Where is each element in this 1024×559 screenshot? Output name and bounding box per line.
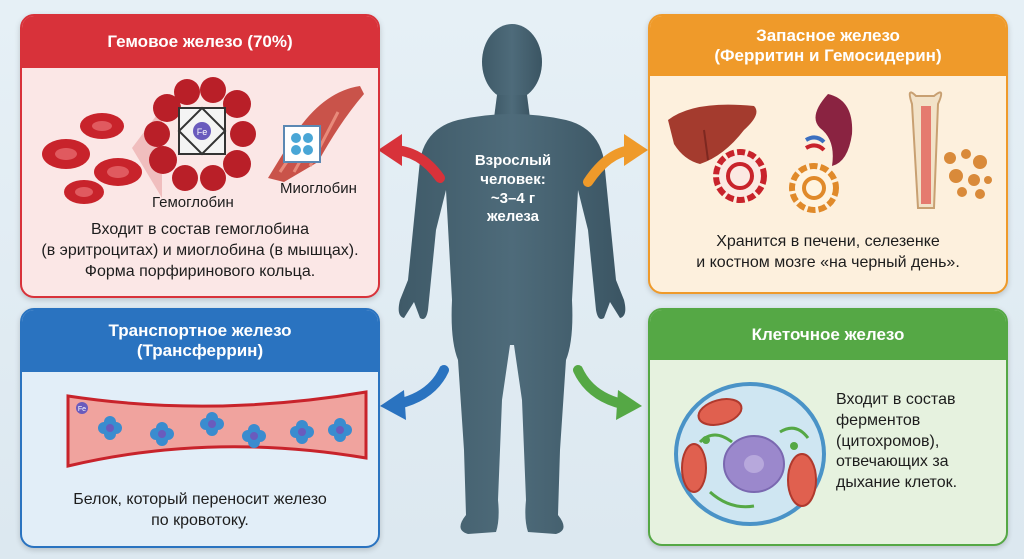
hemoglobin-label: Гемоглобин [152,194,234,211]
blood-vessel-illustration: Fe [66,390,368,468]
liver-illustration [668,104,757,164]
cellular-iron-title: Клеточное железо [751,324,905,344]
storage-iron-description: Хранится в печени, селезенке и костном м… [696,233,960,271]
muscle-fiber-illustration [268,86,364,182]
bone-illustration [908,91,943,209]
transport-iron-subtitle: (Трансферрин) [136,341,264,360]
heme-fe-symbol: Fe [197,127,208,137]
hemoglobin-molecule-illustration: Fe [144,77,256,191]
transferrin-molecules [98,412,352,448]
spleen-illustration [804,94,853,166]
heme-iron-description: Входит в состав гемоглобина (в эритроцит… [41,221,359,280]
transport-iron-title: Транспортное железо [108,320,292,340]
heme-iron-panel: Гемовое железо (70%) Fe [20,14,380,298]
heme-iron-header: Гемовое железо (70%) [22,16,378,68]
storage-iron-title: Запасное железо [756,25,900,45]
ferritin-shell-red-illustration [713,149,767,203]
myoglobin-label: Миоглобин [280,180,357,197]
cellular-iron-description: Входит в состав ферментов (цитохромов), … [836,391,958,492]
ferritin-shell-orange-illustration [789,163,839,213]
hemosiderin-granules-illustration [944,149,992,199]
cellular-iron-panel: Клеточное железо Входит в состав фермент… [648,308,1008,546]
storage-iron-header: Запасное железо (Ферритин и Гемосидерин) [650,16,1006,76]
transport-fe-symbol: Fe [78,406,86,413]
storage-iron-panel: Запасное железо (Ферритин и Гемосидерин)… [648,14,1008,294]
transport-iron-panel: Транспортное железо (Трансферрин) Fe Бел… [20,308,380,548]
heme-iron-title: Гемовое железо (70%) [107,31,293,51]
adult-iron-total-label: Взрослый человек: ~3–4 г железа [474,152,552,226]
cell-illustration [674,382,826,526]
transport-iron-header: Транспортное железо (Трансферрин) [22,310,378,372]
transport-iron-description: Белок, который переносит железо по крово… [73,491,327,529]
storage-iron-subtitle: (Ферритин и Гемосидерин) [714,46,942,65]
cellular-iron-header: Клеточное железо [650,310,1006,360]
